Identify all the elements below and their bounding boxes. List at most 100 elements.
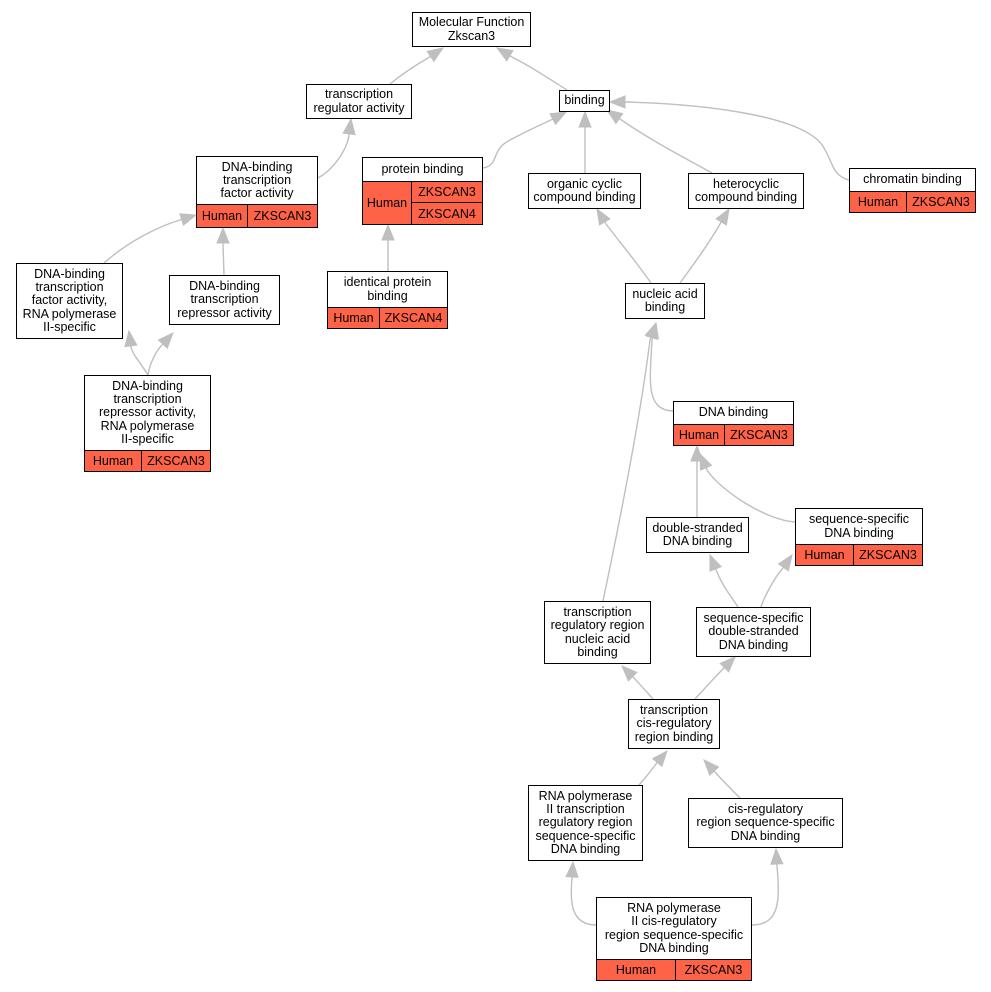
node-label-line: DNA binding bbox=[550, 841, 621, 856]
edge-arrowhead bbox=[699, 452, 713, 471]
edge-line-end bbox=[713, 770, 716, 773]
node-double-stranded-dna-binding[interactable]: double-stranded DNA binding bbox=[646, 517, 749, 553]
node-label-line: regulator activity bbox=[313, 100, 405, 115]
node-rnap-ii-cis-regulatory-region-ss-dna-binding[interactable]: RNA polymerase II cis-regulatory region … bbox=[596, 897, 752, 981]
node-label-line: repressor activity bbox=[177, 305, 272, 320]
edge-line bbox=[760, 567, 784, 608]
gene-cell: ZKSCAN4 bbox=[412, 202, 482, 224]
node-dna-binding-tf-rnap-ii[interactable]: DNA-binding transcription factor activit… bbox=[16, 263, 123, 339]
node-label-line: II transcription bbox=[546, 802, 625, 817]
node-label-line: transcription bbox=[324, 87, 394, 102]
gene-cell: ZKSCAN3 bbox=[907, 191, 975, 212]
node-dna-binding[interactable]: DNA binding Human ZKSCAN3 bbox=[673, 401, 794, 446]
node-dna-binding-tf-activity[interactable]: DNA-binding transcription factor activit… bbox=[196, 156, 318, 228]
edge-line bbox=[317, 134, 350, 179]
node-label-line: RNA polymerase bbox=[22, 306, 117, 321]
node-sequence-specific-dna-binding[interactable]: sequence-specific DNA binding Human ZKSC… bbox=[795, 508, 923, 566]
node-label-line: cis-regulatory bbox=[636, 716, 712, 731]
edge-arrowhead bbox=[549, 111, 568, 126]
node-chromatin-binding[interactable]: chromatin binding Human ZKSCAN3 bbox=[849, 168, 976, 213]
node-nucleic-acid-binding[interactable]: nucleic acid binding bbox=[625, 283, 705, 319]
node-label-line: chromatin binding bbox=[863, 172, 962, 187]
node-label-line: RNA polymerase bbox=[538, 788, 633, 803]
node-label-line: regulatory region bbox=[538, 815, 633, 830]
edge-arrowhead bbox=[596, 207, 611, 226]
gene-cell: ZKSCAN3 bbox=[412, 181, 482, 202]
node-label-line: repressor activity, bbox=[98, 405, 196, 420]
edge-arrowhead bbox=[342, 117, 356, 136]
node-cis-regulatory-region-ss-dna-binding[interactable]: cis-regulatory region sequence-specific … bbox=[688, 798, 843, 848]
node-molecular-function[interactable]: Molecular Function Zkscan3 bbox=[412, 12, 531, 47]
node-organic-cyclic-compound-binding[interactable]: organic cyclic compound binding bbox=[528, 173, 641, 209]
node-label-line: transcription bbox=[639, 703, 709, 718]
edge-line bbox=[715, 569, 739, 608]
node-binding[interactable]: binding bbox=[559, 90, 610, 112]
edge-arrowhead bbox=[709, 553, 723, 572]
node-label-line: nucleic acid bbox=[564, 631, 631, 646]
gene-cell: ZKSCAN3 bbox=[854, 544, 922, 565]
node-label-line: factor activity bbox=[220, 186, 294, 201]
gene-cell: ZKSCAN3 bbox=[142, 450, 210, 471]
node-label-line: transcription bbox=[190, 292, 259, 307]
edge-arrowhead bbox=[381, 223, 395, 241]
edge-line bbox=[570, 877, 597, 926]
edge-line bbox=[602, 339, 651, 602]
edge-line bbox=[649, 339, 674, 412]
node-heterocyclic-compound-binding[interactable]: heterocyclic compound binding bbox=[688, 173, 804, 209]
node-label-line: II cis-regulatory bbox=[631, 914, 717, 929]
edge-line bbox=[605, 223, 652, 284]
edge-arrowhead bbox=[179, 213, 198, 227]
node-transcription-cis-regulatory-region-binding[interactable]: transcription cis-regulatory region bind… bbox=[628, 699, 720, 749]
node-label-line: sequence-specific bbox=[535, 828, 636, 843]
node-label-line: sequence-specific bbox=[703, 611, 804, 626]
node-sequence-specific-double-stranded-dna-binding[interactable]: sequence-specific double-stranded DNA bi… bbox=[696, 607, 811, 657]
edge-line-end bbox=[604, 221, 607, 225]
edge-line-end bbox=[179, 218, 182, 221]
node-label-line: DNA binding bbox=[730, 828, 801, 843]
edge-line bbox=[694, 667, 725, 700]
node-label-line: double-stranded bbox=[708, 624, 799, 639]
gene-cell: ZKSCAN3 bbox=[248, 204, 317, 227]
edge-line-end bbox=[550, 118, 554, 121]
node-label-line: binding bbox=[644, 300, 686, 314]
node-label-line: compound binding bbox=[533, 190, 636, 204]
node-label-line: region sequence-specific bbox=[604, 927, 744, 942]
node-dna-binding-tr-repressor-rnap-ii[interactable]: DNA-binding transcription repressor acti… bbox=[84, 375, 211, 472]
edge-line bbox=[389, 57, 429, 85]
edge-arrowhead bbox=[565, 860, 579, 878]
edge-arrowhead bbox=[777, 553, 793, 572]
edge-line bbox=[706, 469, 796, 523]
node-transcription-regulator-activity[interactable]: transcription regulator activity bbox=[306, 84, 412, 119]
node-protein-binding[interactable]: protein binding Human ZKSCAN3 ZKSCAN4 bbox=[362, 157, 483, 225]
node-label-line: DNA binding bbox=[698, 405, 769, 420]
node-label-line: sequence-specific bbox=[808, 512, 910, 527]
node-label-line: heterocyclic bbox=[713, 176, 779, 191]
node-label-line: binding bbox=[564, 93, 605, 108]
edge-line-end bbox=[655, 761, 658, 765]
node-label-line: identical protein bbox=[343, 275, 432, 290]
node-label-line: organic cyclic bbox=[546, 176, 623, 191]
edge-arrowhead bbox=[578, 110, 592, 128]
edge-line bbox=[222, 243, 225, 276]
edge-line-end bbox=[705, 467, 708, 471]
node-label-line: Zkscan3 bbox=[447, 28, 496, 43]
node-label-line: binding bbox=[367, 288, 408, 303]
node-dna-binding-tr-repressor[interactable]: DNA-binding transcription repressor acti… bbox=[169, 275, 280, 325]
edge-line-end bbox=[161, 343, 164, 346]
edge-arrowhead bbox=[770, 847, 784, 865]
node-label-line: compound binding bbox=[694, 190, 798, 204]
gene-cell: ZKSCAN4 bbox=[380, 307, 447, 328]
node-label-line: DNA-binding bbox=[112, 378, 183, 393]
node-transcription-regulatory-region-na-binding[interactable]: transcription regulatory region nucleic … bbox=[544, 601, 651, 664]
node-label-line: DNA-binding bbox=[34, 266, 105, 281]
node-label-line: DNA-binding bbox=[189, 279, 260, 294]
edge-line-end bbox=[427, 55, 431, 59]
edge-line-end bbox=[509, 55, 513, 58]
node-label-line: II-specific bbox=[121, 431, 174, 446]
organism-cell: Human bbox=[197, 204, 248, 227]
edge-line bbox=[511, 56, 568, 91]
edge-line-end bbox=[649, 336, 652, 341]
node-identical-protein-binding[interactable]: identical protein binding Human ZKSCAN4 bbox=[327, 271, 448, 329]
node-rnap-ii-transcription-regulatory-region-ss-dna-binding[interactable]: RNA polymerase II transcription regulato… bbox=[528, 785, 643, 861]
